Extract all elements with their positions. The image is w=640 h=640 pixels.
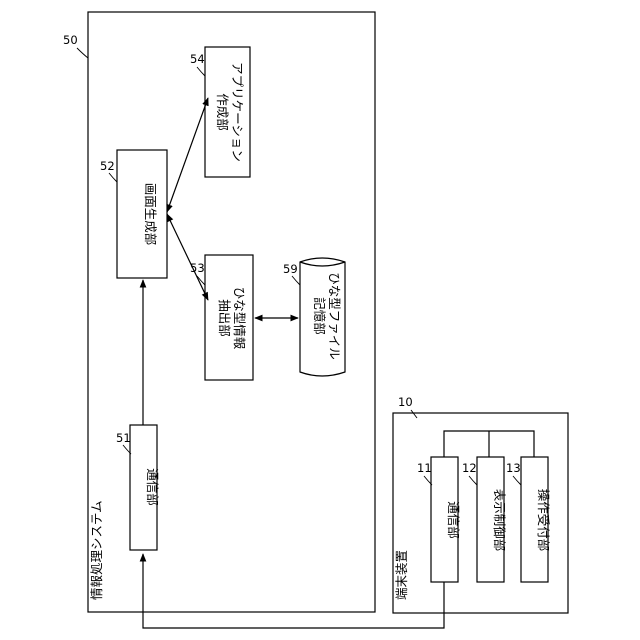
display-control-ref: 12 bbox=[462, 461, 477, 475]
template-file-storage-ref: 59 bbox=[283, 262, 298, 276]
system-comm-ref: 51 bbox=[116, 431, 131, 445]
template-extraction-label-2: 抽出部 bbox=[217, 299, 232, 337]
display-control-label: 表示制御部 bbox=[492, 489, 507, 552]
application-creation-label-2: 作成部 bbox=[215, 93, 230, 131]
terminal-ref: 10 bbox=[398, 395, 413, 409]
screen-generation-block bbox=[117, 150, 167, 278]
template-file-storage-label-1: ひな型ファイル bbox=[327, 272, 342, 360]
system-comm-label: 通信部 bbox=[145, 468, 160, 506]
operation-acceptance-ref: 13 bbox=[506, 461, 521, 475]
operation-acceptance-label: 操作受付部 bbox=[536, 489, 551, 552]
terminal-comm-ref: 11 bbox=[417, 461, 432, 475]
template-extraction-label-1: ひな型情報 bbox=[232, 287, 247, 350]
screen-generation-ref: 52 bbox=[100, 159, 115, 173]
application-creation-label-1: アプリケーション bbox=[230, 62, 245, 162]
terminal-comm-label: 通信部 bbox=[446, 501, 461, 539]
system-ref-leader bbox=[77, 48, 88, 58]
system-ref: 50 bbox=[63, 33, 78, 47]
application-creation-ref: 54 bbox=[190, 52, 205, 66]
system-title: 情報処理システム bbox=[89, 500, 104, 600]
terminal-title: 端末装置 bbox=[394, 550, 409, 600]
template-file-storage-label-2: 記憶部 bbox=[312, 297, 327, 335]
screen-generation-label: 画面生成部 bbox=[143, 183, 158, 246]
